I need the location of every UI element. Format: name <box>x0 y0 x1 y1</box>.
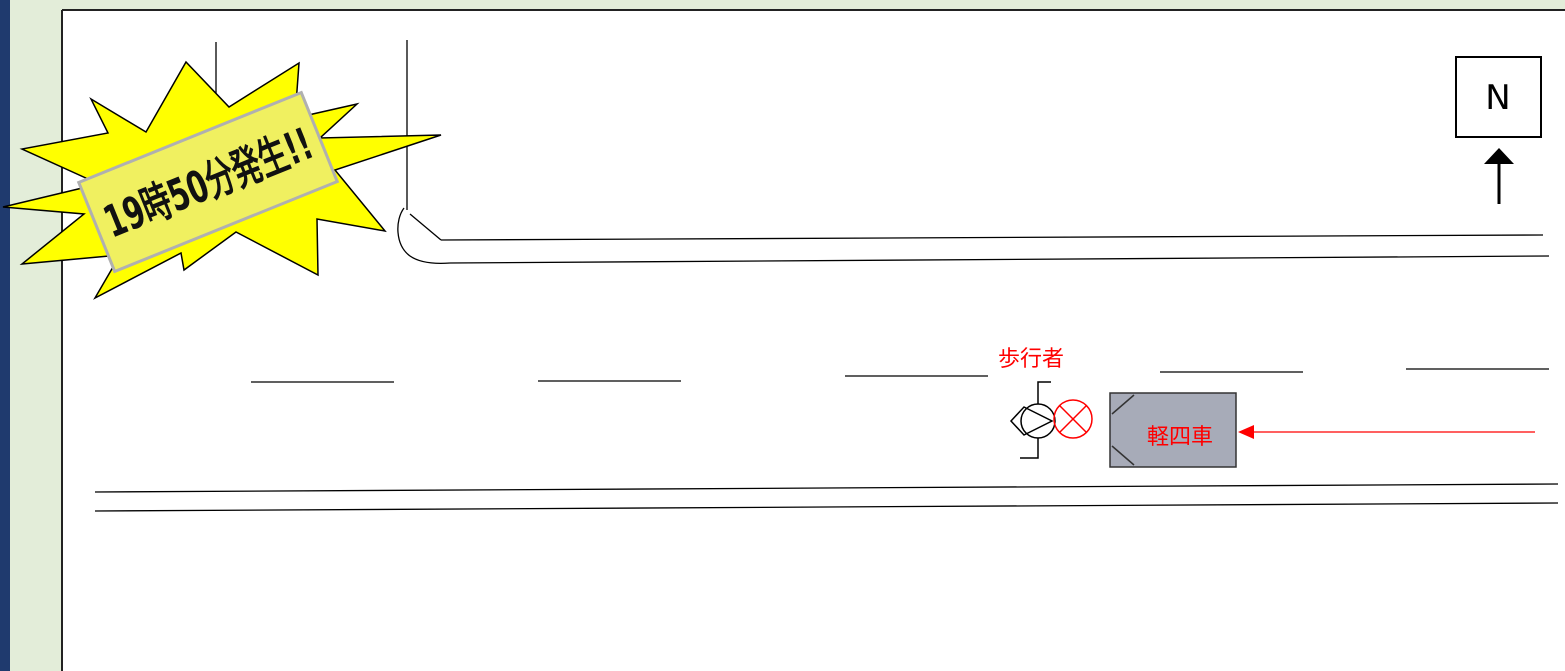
corner-chamfer <box>409 213 442 241</box>
pedestrian-label: 歩行者 <box>998 347 1064 372</box>
compass-box <box>1455 56 1542 138</box>
compass: N <box>1455 56 1542 204</box>
vehicle: 軽四車 <box>1109 392 1237 468</box>
burst-label-plate <box>76 90 340 274</box>
vehicle-body <box>1109 392 1237 468</box>
pedestrian-symbol-icon <box>1009 381 1056 459</box>
vehicle-label: 軽四車 <box>1147 425 1213 450</box>
north-road-edge <box>440 234 1544 241</box>
south-sidewalk-edge <box>94 502 1559 512</box>
collision-x-circle-icon <box>1053 399 1093 439</box>
time-burst: 19時50分発生!! <box>2 60 442 300</box>
south-road-edge <box>94 483 1559 493</box>
north-arrow-icon <box>1484 148 1514 204</box>
compass-label: N <box>1485 78 1510 118</box>
center-lane-dashes <box>251 368 1549 383</box>
frame-left-bar <box>0 0 10 671</box>
red-arrow-icon <box>1238 425 1535 439</box>
north-sidewalk-edge <box>449 255 1550 264</box>
corner-curve <box>397 207 451 264</box>
